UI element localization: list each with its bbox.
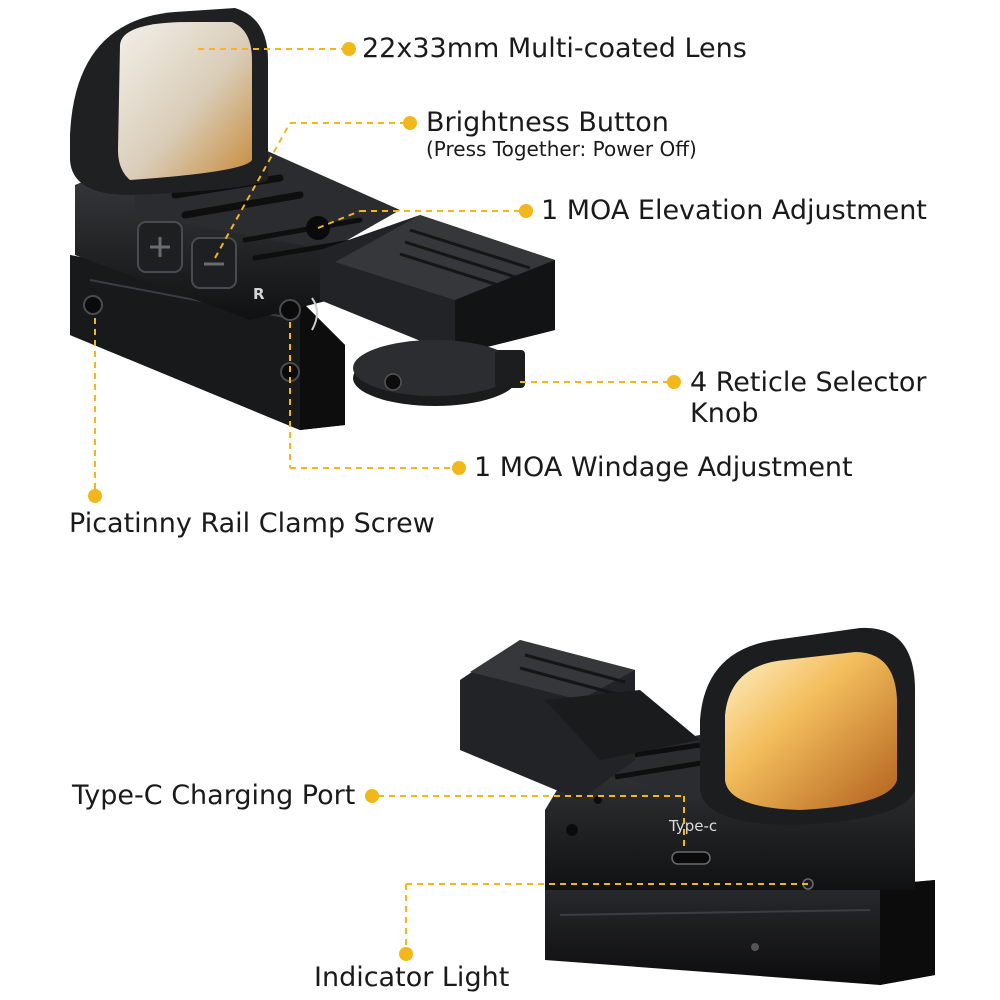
bottom-rail-mount [545, 880, 935, 985]
bottom-lens-frame [700, 627, 915, 825]
callout-reticle-line1: 4 Reticle Selector [690, 367, 927, 398]
callout-brightness-title: Brightness Button [426, 107, 669, 138]
callout-lens: 22x33mm Multi-coated Lens [362, 33, 747, 64]
callout-reticle-line2: Knob [690, 398, 759, 430]
callout-windage: 1 MOA Windage Adjustment [474, 452, 853, 483]
callout-reticle-knob: 4 Reticle Selector Knob [690, 367, 926, 429]
callout-indicator-light: Indicator Light [314, 962, 510, 993]
adjust-letter-marking: R [253, 285, 265, 303]
windage-screw [279, 299, 301, 321]
callout-elevation: 1 MOA Elevation Adjustment [541, 195, 927, 226]
top-front-hood [320, 215, 555, 355]
callout-typec-port: Type-C Charging Port [72, 780, 356, 811]
top-lens-frame [70, 8, 268, 195]
callout-brightness: Brightness Button (Press Together: Power… [426, 107, 697, 161]
bottom-front-hood [460, 640, 700, 800]
brightness-buttons [137, 221, 237, 289]
top-lens-glass [118, 22, 252, 180]
rail-clamp-screw-left [83, 295, 103, 315]
reticle-selector-knob [353, 340, 525, 406]
typec-port-shape [671, 851, 711, 865]
callout-brightness-subtitle: (Press Together: Power Off) [426, 137, 697, 162]
port-label-marking: Type-c [669, 817, 718, 835]
callout-rail-clamp: Picatinny Rail Clamp Screw [69, 508, 435, 539]
bottom-lens-glass [725, 652, 897, 810]
